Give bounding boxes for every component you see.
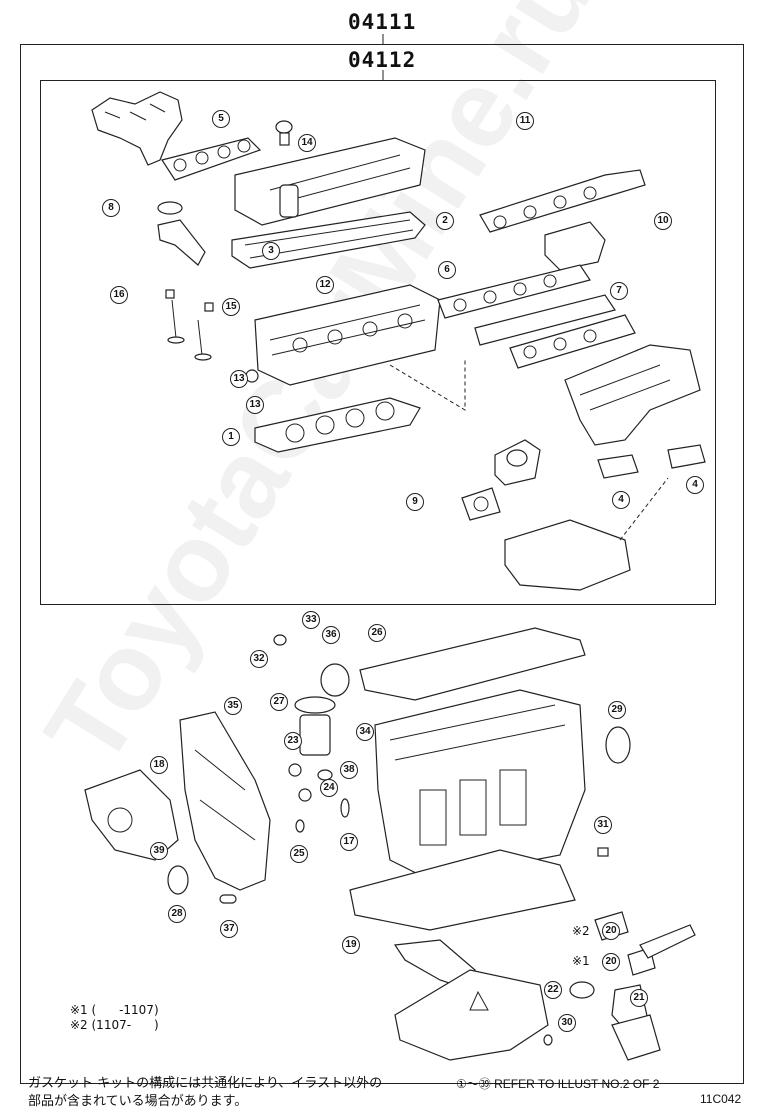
footer-reference: ①～㊴ REFER TO ILLUST NO.2 OF 2 [456,1077,660,1091]
callout-2[interactable]: 2 [436,212,454,230]
callout-20-b[interactable]: 20 [602,953,620,971]
callout-33[interactable]: 33 [302,611,320,629]
callout-4-b[interactable]: 4 [686,476,704,494]
callout-12[interactable]: 12 [316,276,334,294]
callout-17[interactable]: 17 [340,833,358,851]
callout-6[interactable]: 6 [438,261,456,279]
callout-29[interactable]: 29 [608,701,626,719]
callout-30[interactable]: 30 [558,1014,576,1032]
intake-manifold [564,344,701,446]
callout-14[interactable]: 14 [298,134,316,152]
timing-cover [179,711,271,891]
callout-8[interactable]: 8 [102,199,120,217]
note-applicability-1: ※1 ( -1107) [70,1003,159,1017]
fuel-rail [479,169,646,233]
exhaust-manifold [91,91,183,166]
mark-20-b: ※1 [572,954,590,968]
callout-1[interactable]: 1 [222,428,240,446]
callout-31[interactable]: 31 [594,816,612,834]
outer-kit-frame [20,44,744,1084]
callout-7[interactable]: 7 [610,282,628,300]
intake-gasket-7 [474,294,616,346]
cylinder-block [374,689,586,881]
callout-11[interactable]: 11 [516,112,534,130]
callout-4-a[interactable]: 4 [612,491,630,509]
callout-16[interactable]: 16 [110,286,128,304]
callout-35[interactable]: 35 [224,697,242,715]
note-applicability-2: ※2 (1107- ) [70,1018,159,1032]
head-gasket-1 [254,397,421,453]
callout-27[interactable]: 27 [270,693,288,711]
mark-20-a: ※2 [572,924,590,938]
callout-34[interactable]: 34 [356,723,374,741]
callout-9[interactable]: 9 [406,493,424,511]
lower-intake [504,519,631,591]
kit-code-outer: 04111 [348,10,417,34]
lower-oil-pan [394,969,549,1061]
callout-18[interactable]: 18 [150,756,168,774]
callout-13-b[interactable]: 13 [246,396,264,414]
callout-26[interactable]: 26 [368,624,386,642]
callout-39[interactable]: 39 [150,842,168,860]
callout-21[interactable]: 21 [630,989,648,1007]
oil-pan [349,849,576,931]
callout-28[interactable]: 28 [168,905,186,923]
callout-20-a[interactable]: 20 [602,922,620,940]
callout-5[interactable]: 5 [212,110,230,128]
callout-13-a[interactable]: 13 [230,370,248,388]
callout-32[interactable]: 32 [250,650,268,668]
callout-22[interactable]: 22 [544,981,562,999]
manifold-gasket-5 [161,137,262,181]
callout-24[interactable]: 24 [320,779,338,797]
callout-37[interactable]: 37 [220,920,238,938]
kit-code-inner: 04112 [348,48,417,72]
cylinder-head-cover [234,137,426,226]
cover-gasket-2 [231,211,426,269]
inner-kit-frame [40,80,716,605]
cylinder-head [254,284,441,386]
callout-25[interactable]: 25 [290,845,308,863]
callout-10[interactable]: 10 [654,212,672,230]
footer-jp-line-1: ガスケット キットの構成には共通化により、イラスト以外の [28,1076,383,1091]
figure-code: 11C042 [700,1092,742,1106]
callout-38[interactable]: 38 [340,761,358,779]
callout-23[interactable]: 23 [284,732,302,750]
footer-jp-line-2: 部品が含まれている場合があります。 [28,1094,248,1109]
callout-36[interactable]: 36 [322,626,340,644]
callout-3[interactable]: 3 [262,242,280,260]
callout-15[interactable]: 15 [222,298,240,316]
callout-19[interactable]: 19 [342,936,360,954]
oil-pan-gasket-26 [359,627,586,701]
